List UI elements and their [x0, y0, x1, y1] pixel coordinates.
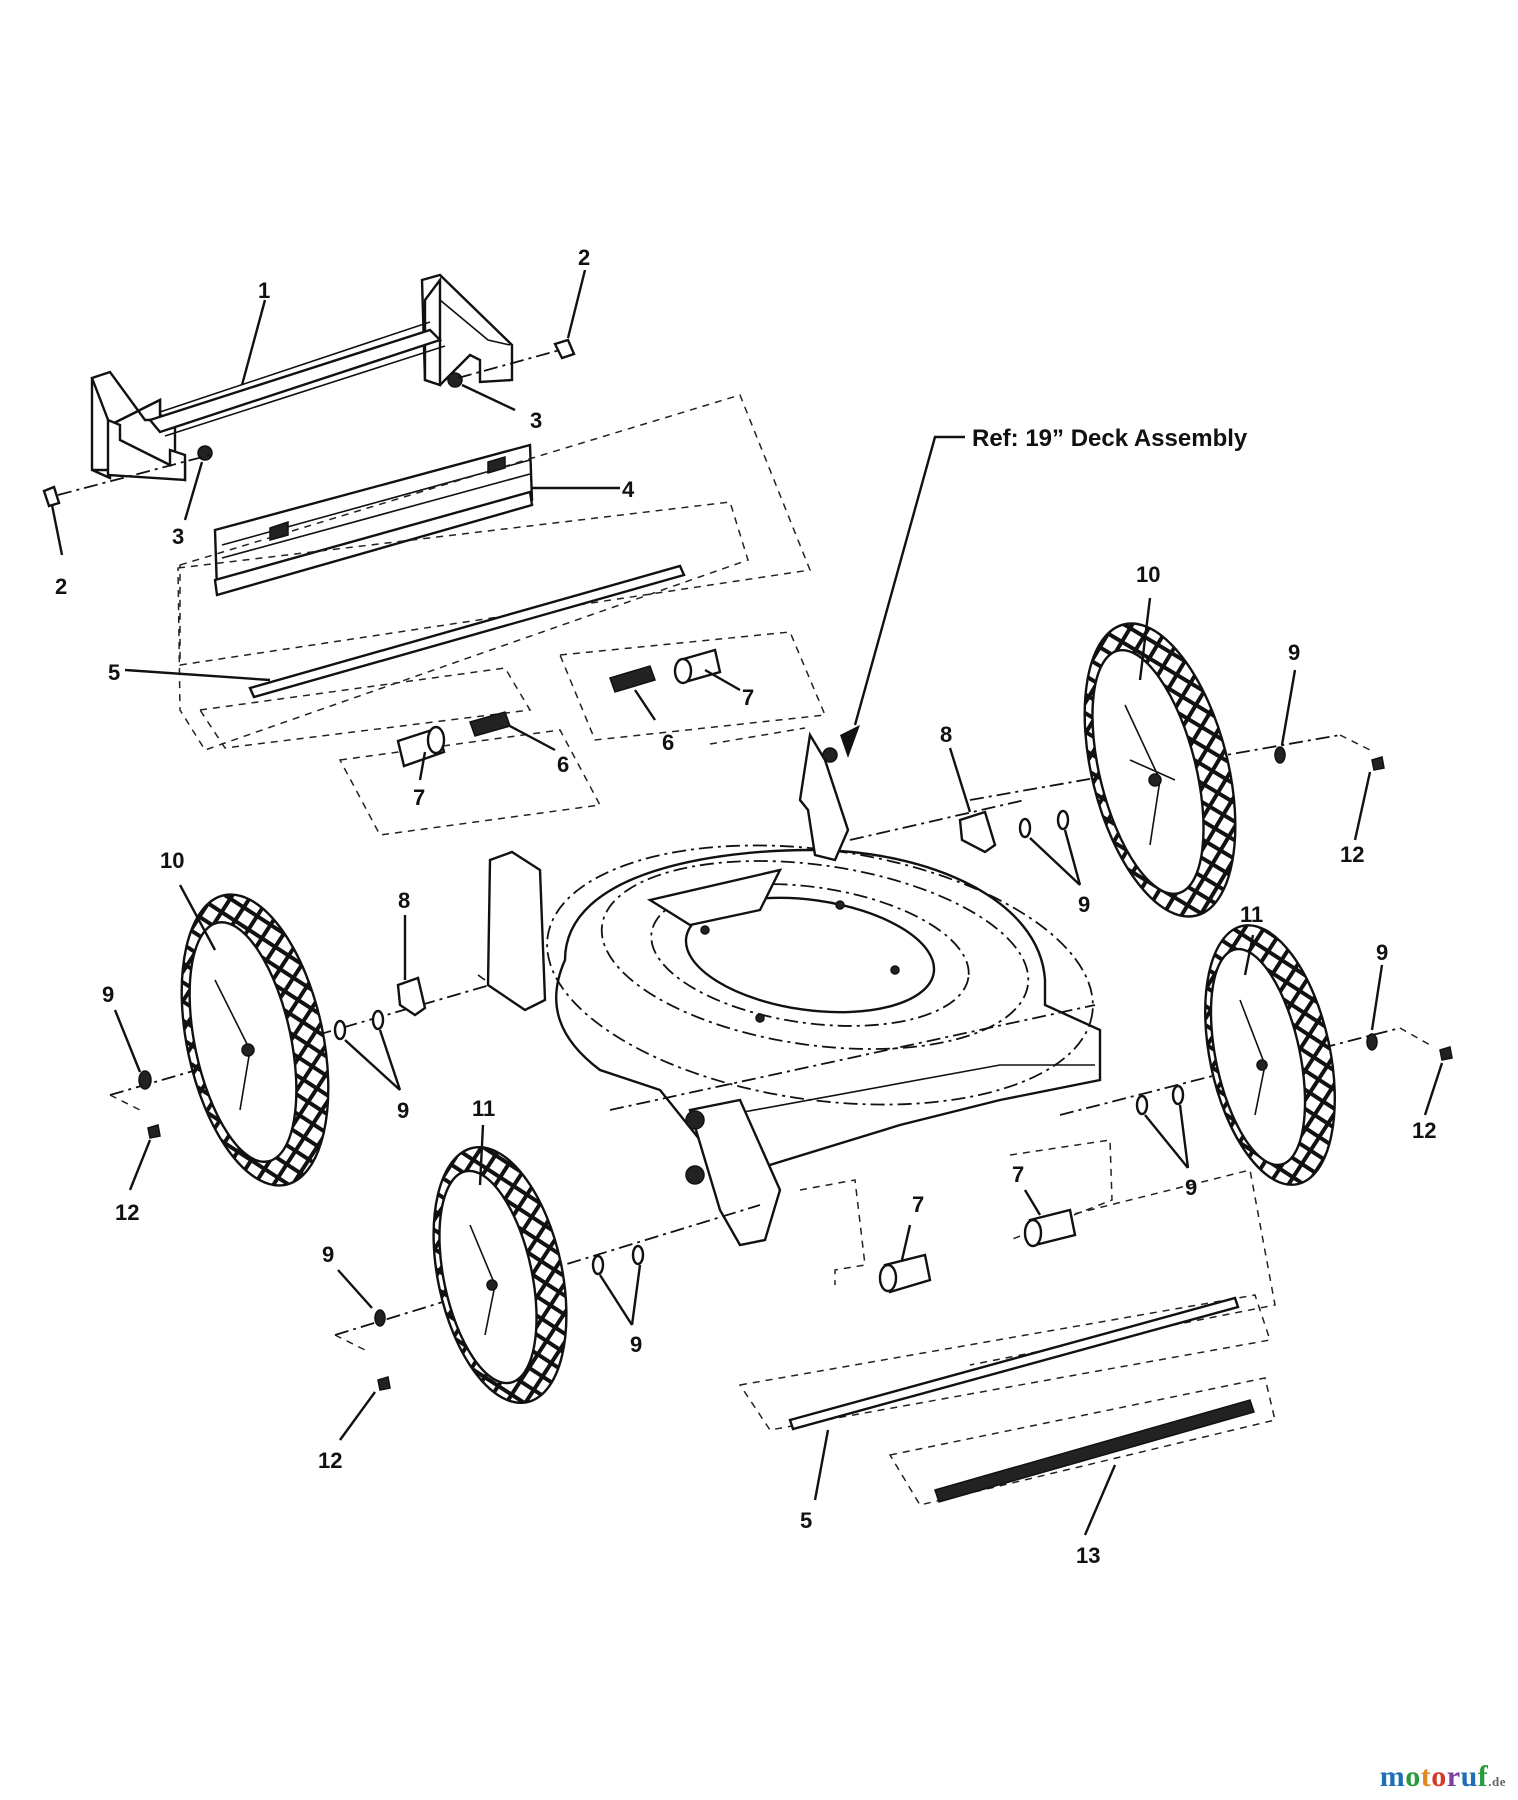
callout-12-front-right: 12 — [1412, 1118, 1436, 1143]
callout-2-left: 2 — [55, 574, 67, 599]
front-left-wheel — [432, 1145, 568, 1405]
callout-11-left: 11 — [472, 1096, 495, 1121]
callout-10-right: 10 — [1136, 562, 1160, 587]
front-right-wheel — [1204, 924, 1336, 1186]
callout-5-bottom: 5 — [800, 1508, 812, 1533]
left-spring-bushing-group — [198, 667, 602, 836]
reference-label: Ref: 19” Deck Assembly — [972, 425, 1248, 452]
callout-9-front-left-outer: 9 — [322, 1242, 334, 1267]
callout-9-rear-right-outer: 9 — [1288, 640, 1300, 665]
callout-7-left: 7 — [413, 785, 425, 810]
small-hardware — [138, 746, 1453, 1391]
callout-8-right: 8 — [940, 722, 952, 747]
motoruf-watermark-logo: motoruf.de — [1380, 1760, 1506, 1794]
callout-7-right: 7 — [742, 685, 754, 710]
watermark-letter: m — [1379, 1760, 1406, 1793]
callout-13: 13 — [1076, 1543, 1100, 1568]
callout-2-top: 2 — [578, 245, 590, 270]
rear-handle-bracket — [42, 273, 576, 508]
callout-9-front-right-inner: 9 — [1185, 1175, 1197, 1200]
callout-12-rear-left: 12 — [115, 1200, 139, 1225]
rear-left-wheel — [180, 893, 330, 1187]
callout-9-rear-left-outer: 9 — [102, 982, 114, 1007]
watermark-letters: motoruf — [1380, 1760, 1489, 1793]
callout-3-right: 3 — [530, 408, 542, 433]
callout-12-rear-right: 12 — [1340, 842, 1364, 867]
rear-right-wheel — [1083, 622, 1237, 918]
callout-9-front-right-outer: 9 — [1376, 940, 1388, 965]
watermark-letter: t — [1420, 1760, 1432, 1793]
callout-4: 4 — [622, 477, 635, 502]
callout-labels: 1 2 2 3 3 4 5 5 6 6 7 7 7 7 8 8 9 9 9 9 … — [55, 245, 1436, 1568]
callout-8-left: 8 — [398, 888, 410, 913]
callout-5-top: 5 — [108, 660, 120, 685]
watermark-letter: o — [1405, 1760, 1421, 1793]
callout-9-rear-left-inner: 9 — [397, 1098, 409, 1123]
watermark-letter: u — [1460, 1760, 1478, 1793]
callout-7-front-right: 7 — [1012, 1162, 1024, 1187]
callout-6-right: 6 — [662, 730, 674, 755]
rear-axle-rod — [177, 501, 749, 751]
mower-deck — [477, 731, 1102, 1247]
callout-6-left: 6 — [557, 752, 569, 777]
watermark-letter: r — [1446, 1760, 1461, 1793]
callout-10-left: 10 — [160, 848, 184, 873]
right-spring-bushing-group — [558, 631, 827, 745]
callout-9-rear-right-inner: 9 — [1078, 892, 1090, 917]
callout-12-front-left: 12 — [318, 1448, 342, 1473]
reference-arrow — [840, 435, 965, 758]
watermark-letter: f — [1477, 1760, 1489, 1793]
callout-3-left: 3 — [172, 524, 184, 549]
callout-1: 1 — [258, 278, 270, 303]
front-axle-group — [738, 1139, 1276, 1506]
leader-lines — [50, 269, 1444, 1536]
watermark-suffix: .de — [1488, 1774, 1506, 1789]
callout-9-front-left-inner: 9 — [630, 1332, 642, 1357]
callout-11-right: 11 — [1240, 902, 1263, 927]
callout-7-front-left: 7 — [912, 1192, 924, 1217]
watermark-letter: o — [1431, 1760, 1447, 1793]
